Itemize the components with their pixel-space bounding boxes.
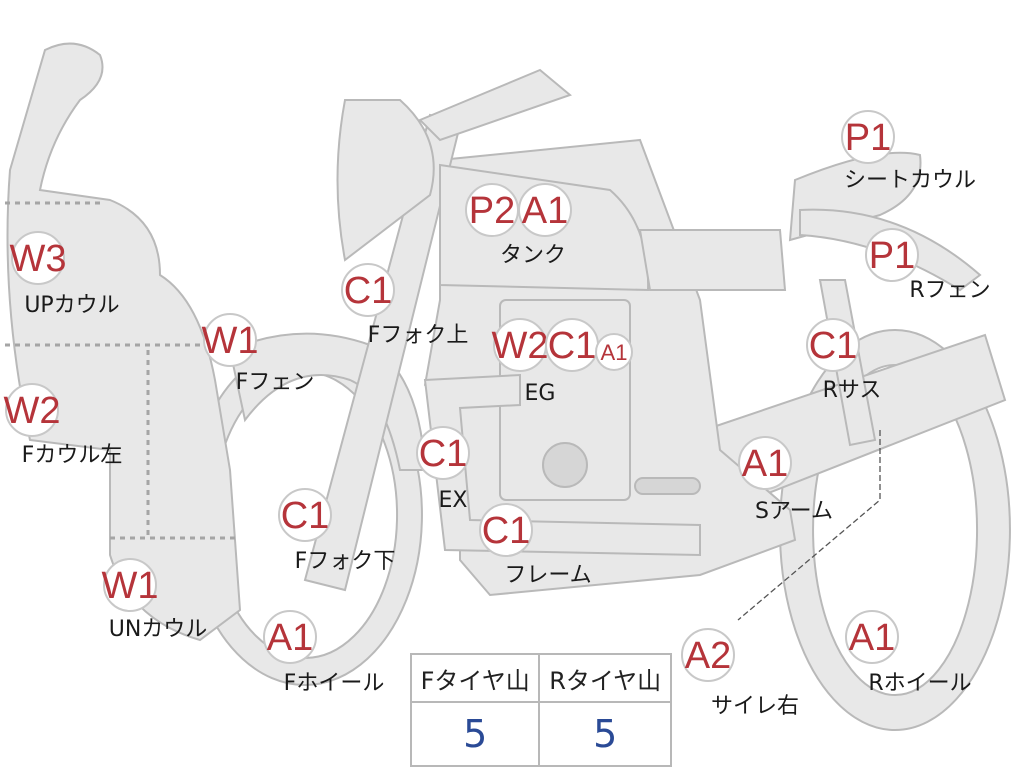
engine-grade-a1-badge: A1 xyxy=(595,333,633,371)
rfender-grade-badge-circle xyxy=(865,228,919,282)
seatcowl-grade-badge: P1 xyxy=(841,110,895,164)
fcowl-left-grade-badge: W2 xyxy=(4,383,61,437)
fwheel-grade-badge-text: A1 xyxy=(267,617,313,659)
rfender-grade-badge-text: P1 xyxy=(869,235,915,277)
footrest-bar xyxy=(634,477,701,495)
tank-label: タンク xyxy=(500,243,566,268)
rfender-label: Rフェン xyxy=(909,278,990,303)
engine-grade-w2-badge-text: W2 xyxy=(492,325,549,367)
headlight-shape xyxy=(336,99,435,262)
rear-tire-value: 5 xyxy=(538,701,672,767)
ffork-upper-grade-badge-circle xyxy=(341,263,395,317)
rfender-grade-badge: P1 xyxy=(865,228,919,282)
frame-label: フレーム xyxy=(504,563,591,588)
rwheel-grade-badge-text: A1 xyxy=(849,617,895,659)
silencer-leader-line xyxy=(737,430,881,621)
seatcowl-label: シートカウル xyxy=(844,168,976,193)
rsus-grade-badge: C1 xyxy=(806,318,860,372)
frame-grade-badge-circle xyxy=(479,503,533,557)
silencer-right-grade-badge-circle xyxy=(681,628,735,682)
exhaust-grade-badge: C1 xyxy=(416,426,470,480)
swingarm-grade-badge-circle xyxy=(738,436,792,490)
rwheel-label: Rホイール xyxy=(868,671,971,696)
exhaust-grade-badge-text: C1 xyxy=(419,433,468,475)
ffender-grade-badge-circle xyxy=(203,313,257,367)
ffender-label: Fフェン xyxy=(236,370,315,395)
ffender-grade-badge-text: W1 xyxy=(202,320,259,362)
ffork-upper-label: Fフォク上 xyxy=(368,323,469,348)
fcowl-left-label: Fカウル左 xyxy=(22,443,123,468)
fcowl-left-grade-badge-circle xyxy=(5,383,59,437)
tank-grade-a1-badge: A1 xyxy=(518,183,572,237)
rwheel-grade-badge-circle xyxy=(845,610,899,664)
rsus-label: Rサス xyxy=(823,378,882,403)
undercowl-label: UNカウル xyxy=(109,617,208,642)
upcowl-grade-badge-circle xyxy=(11,231,65,285)
ffork-upper-grade-badge-text: C1 xyxy=(344,270,393,312)
upcowl-grade-badge-text: W3 xyxy=(10,238,67,280)
frame-grade-badge: C1 xyxy=(479,503,533,557)
upcowl-grade-badge: W3 xyxy=(10,231,67,285)
undercowl-grade-badge: W1 xyxy=(102,558,159,612)
exhaust-shape xyxy=(423,373,701,557)
upcowl-label: UPカウル xyxy=(24,293,119,318)
exhaust-grade-badge-circle xyxy=(416,426,470,480)
front-tire-value: 5 xyxy=(409,701,541,767)
exhaust-label: EX xyxy=(439,488,468,513)
seatcowl-grade-badge-text: P1 xyxy=(845,117,891,159)
undercowl-grade-badge-text: W1 xyxy=(102,565,159,607)
silencer-right-grade-badge-text: A2 xyxy=(685,635,731,677)
engine-grade-a1-badge-text: A1 xyxy=(601,340,628,365)
ffork-lower-label: Fフォク下 xyxy=(295,549,396,574)
handlebar-shape xyxy=(418,68,573,142)
engine-grade-w2-badge: W2 xyxy=(492,318,549,372)
ffender-grade-badge: W1 xyxy=(202,313,259,367)
fwheel-grade-badge-circle xyxy=(263,610,317,664)
engine-grade-c1-badge-text: C1 xyxy=(548,325,597,367)
ffork-lower-grade-badge-circle xyxy=(278,488,332,542)
ffork-upper-grade-badge: C1 xyxy=(341,263,395,317)
frame-grade-badge-text: C1 xyxy=(482,510,531,552)
tank-grade-p2-badge-text: P2 xyxy=(469,190,515,232)
fwheel-label: Fホイール xyxy=(284,671,385,696)
seatcowl-grade-badge-circle xyxy=(841,110,895,164)
tank-grade-p2-badge: P2 xyxy=(465,183,519,237)
engine-grade-a1-badge-circle xyxy=(595,333,633,371)
tank-grade-a1-badge-text: A1 xyxy=(522,190,568,232)
rwheel-grade-badge: A1 xyxy=(845,610,899,664)
engine-cover-circle xyxy=(542,442,588,488)
fcowl-left-grade-badge-text: W2 xyxy=(4,390,61,432)
swingarm-label: Sアーム xyxy=(755,499,833,524)
fwheel-grade-badge: A1 xyxy=(263,610,317,664)
silencer-right-grade-badge: A2 xyxy=(681,628,735,682)
rsus-grade-badge-text: C1 xyxy=(809,325,858,367)
seat-shape xyxy=(638,229,787,291)
rear-tire-header: Rタイヤ山 xyxy=(538,653,672,703)
tank-grade-a1-badge-circle xyxy=(518,183,572,237)
swingarm-grade-badge-text: A1 xyxy=(742,443,788,485)
front-tire-header: Fタイヤ山 xyxy=(409,653,541,703)
engine-grade-c1-badge: C1 xyxy=(545,318,599,372)
engine-label: EG xyxy=(525,381,556,406)
ffork-lower-grade-badge-text: C1 xyxy=(281,495,330,537)
undercowl-grade-badge-circle xyxy=(103,558,157,612)
rsus-grade-badge-circle xyxy=(806,318,860,372)
tire-tread-table: Fタイヤ山 Rタイヤ山 5 5 xyxy=(409,653,672,767)
swingarm-grade-badge: A1 xyxy=(738,436,792,490)
silencer-right-label: サイレ右 xyxy=(711,694,799,719)
ffork-lower-grade-badge: C1 xyxy=(278,488,332,542)
